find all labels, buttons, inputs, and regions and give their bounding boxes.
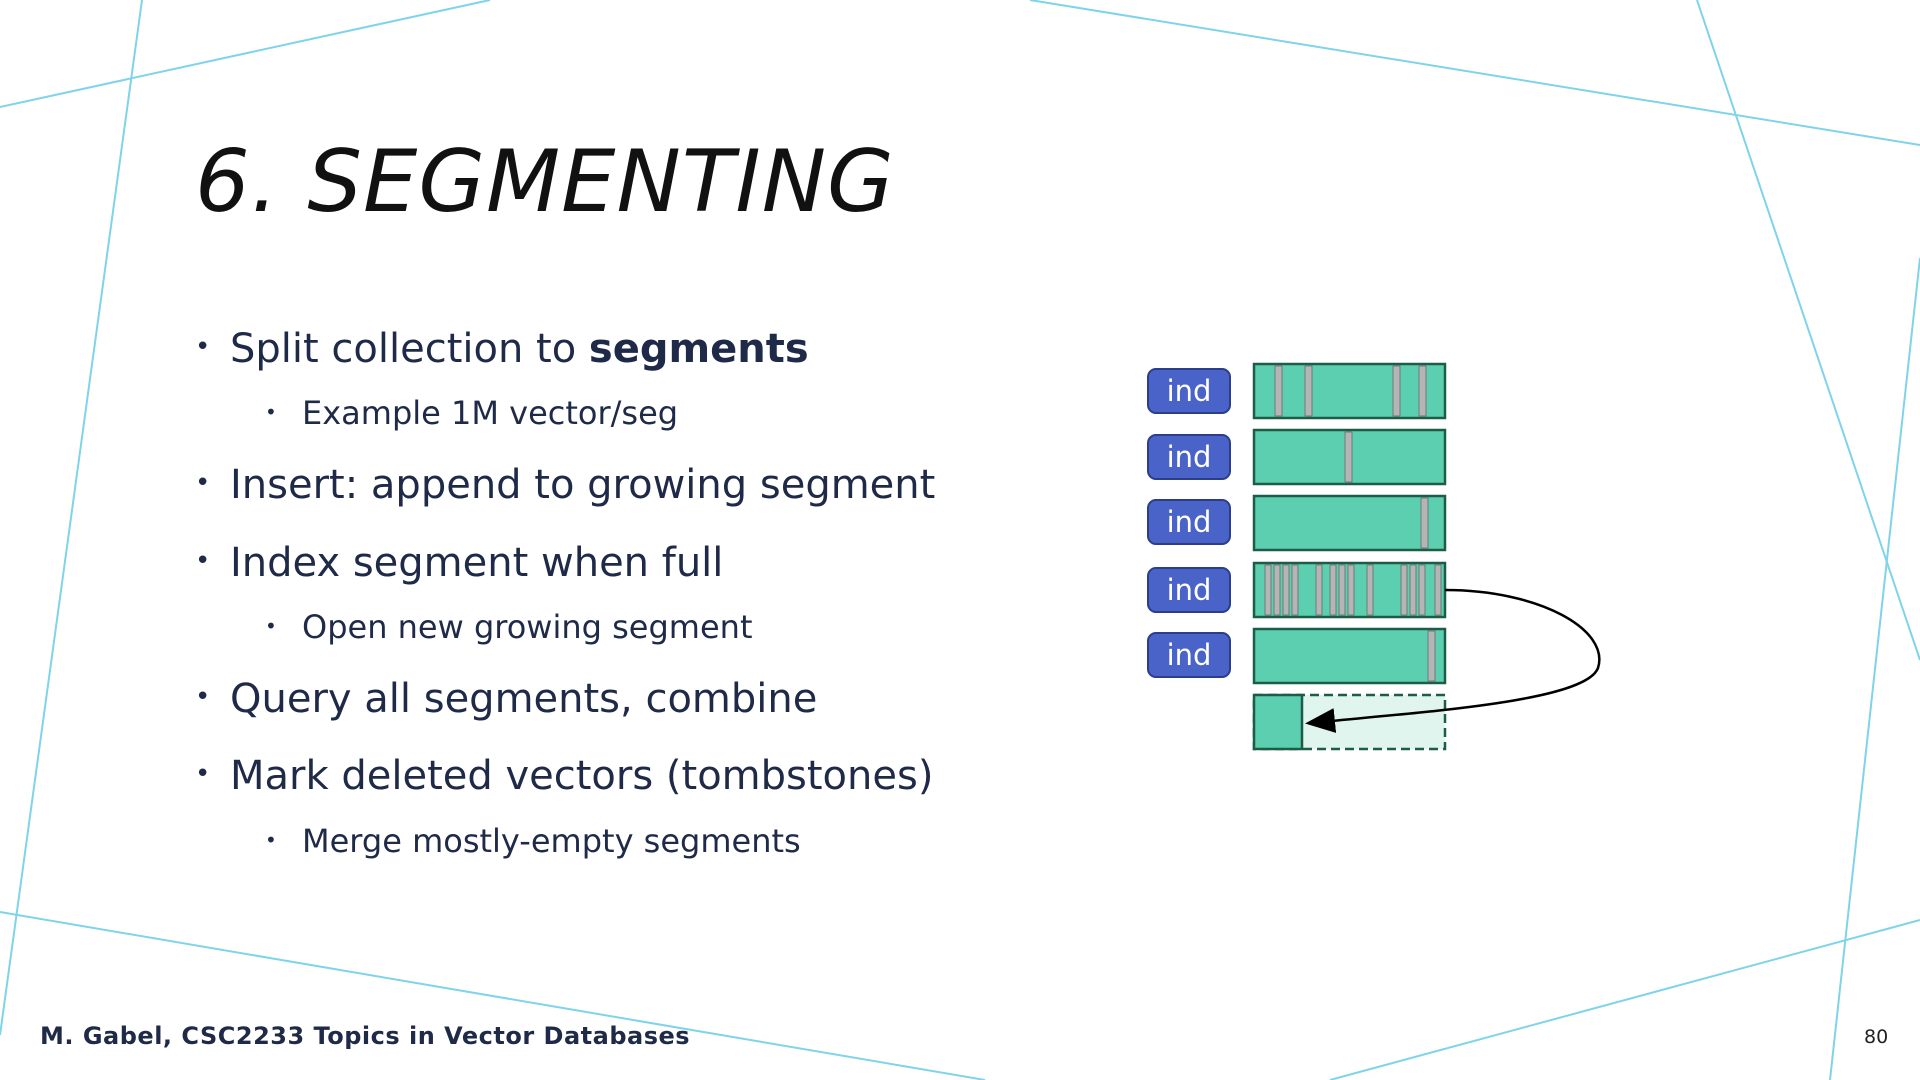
- tombstone: [1304, 365, 1313, 417]
- bg-line: [0, 0, 143, 1036]
- bullet-dot: •: [265, 614, 277, 638]
- sub-bullet-text: Open new growing segment: [302, 608, 753, 646]
- index-label: ind: [1147, 499, 1231, 545]
- index-label: ind: [1147, 434, 1231, 480]
- index-label: ind: [1147, 567, 1231, 613]
- bullet-list: • Split collection to segments • Example 1…: [195, 326, 935, 860]
- bullet-text: Query all segments, combine: [230, 676, 818, 722]
- page-title: 6. SEGMENTING: [195, 132, 895, 232]
- bg-line: [1029, 0, 1920, 146]
- tombstone: [1392, 365, 1401, 417]
- sub-bullet-text: Merge mostly-empty segments: [302, 822, 801, 860]
- tombstone: [1434, 564, 1442, 616]
- sub-bullet-item: • Example 1M vector/seg: [265, 394, 678, 432]
- tombstone: [1338, 564, 1346, 616]
- bullet-text: Index segment when full: [230, 540, 724, 586]
- bullet-dot: •: [195, 468, 211, 498]
- bullet-dot: •: [195, 759, 211, 789]
- merge-arrow: [1305, 588, 1601, 733]
- bg-line: [1696, 0, 1920, 661]
- footer-author: M. Gabel, CSC2233 Topics in Vector Datab…: [40, 1022, 691, 1050]
- tombstone: [1264, 564, 1272, 616]
- sub-bullet-item: • Open new growing segment: [265, 608, 752, 646]
- bullet-item: • Insert: append to growing segment: [195, 462, 935, 508]
- bullet-dot: •: [265, 828, 277, 852]
- bg-line: [0, 911, 986, 1080]
- tombstone: [1366, 564, 1374, 616]
- tombstone: [1420, 497, 1429, 549]
- bullet-dot: •: [195, 682, 211, 712]
- tombstone: [1400, 564, 1408, 616]
- tombstone: [1418, 365, 1427, 417]
- tombstone: [1427, 630, 1436, 682]
- tombstone: [1418, 564, 1426, 616]
- sealed-segment: [1252, 362, 1447, 420]
- bullet-text: Split collection to: [230, 326, 589, 372]
- bullet-text: Mark deleted vectors (tombstones): [230, 753, 934, 799]
- bullet-item: • Query all segments, combine: [195, 676, 817, 722]
- tombstone: [1274, 365, 1283, 417]
- index-label: ind: [1147, 632, 1231, 678]
- bullet-text-bold: segments: [588, 326, 809, 372]
- tombstone: [1291, 564, 1299, 616]
- growing-segment-filled: [1252, 693, 1304, 751]
- tombstone: [1409, 564, 1417, 616]
- sub-bullet-item: • Merge mostly-empty segments: [265, 822, 801, 860]
- bg-line: [0, 0, 491, 108]
- bullet-dot: •: [195, 546, 211, 576]
- sealed-segment: [1252, 627, 1447, 685]
- bullet-item: • Mark deleted vectors (tombstones): [195, 753, 933, 799]
- tombstone: [1273, 564, 1281, 616]
- bullet-dot: •: [265, 400, 277, 424]
- tombstone: [1329, 564, 1337, 616]
- bullet-item: • Index segment when full: [195, 540, 723, 586]
- bg-line: [1829, 257, 1920, 1080]
- bullet-item: • Split collection to segments: [195, 326, 809, 372]
- bullet-dot: •: [195, 332, 211, 362]
- tombstone: [1282, 564, 1290, 616]
- bullet-text: Insert: append to growing segment: [230, 462, 936, 508]
- page-number: 80: [1864, 1026, 1889, 1048]
- sub-bullet-text: Example 1M vector/seg: [302, 394, 679, 432]
- sealed-segment: [1252, 494, 1447, 552]
- tombstone: [1315, 564, 1323, 616]
- tombstone: [1344, 431, 1353, 483]
- index-label: ind: [1147, 368, 1231, 414]
- bg-line: [1329, 919, 1920, 1080]
- tombstone: [1347, 564, 1355, 616]
